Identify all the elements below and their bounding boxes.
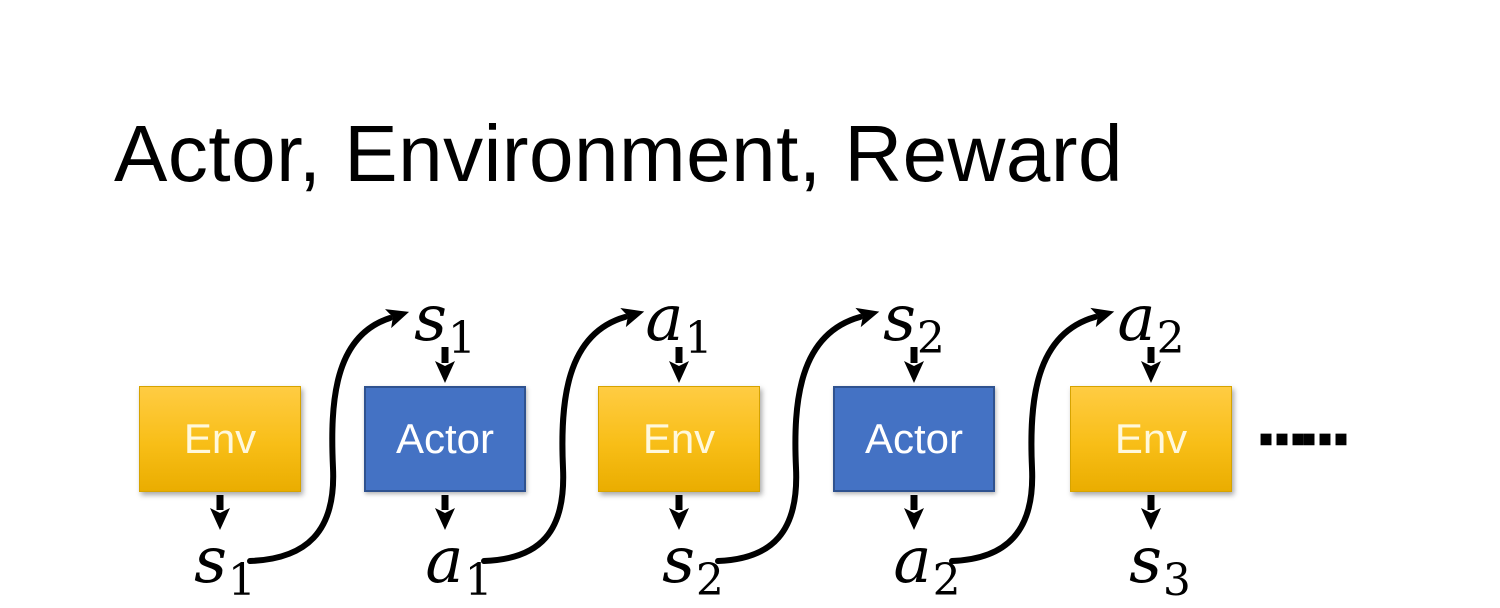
env-box-2-label: Env (642, 415, 716, 462)
env-box-1: Env (139, 386, 301, 492)
ellipsis-dots: …… (1257, 400, 1351, 456)
curve-arrow-s1 (247, 309, 410, 564)
env-box-1-label: Env (183, 415, 257, 462)
bottom-label-a2: a2 (893, 524, 961, 606)
actor-box-1-label: Actor (395, 415, 495, 462)
top-label-s2: s2 (883, 282, 945, 364)
actor-box-2-label: Actor (864, 415, 964, 462)
curve-arrow-s2 (715, 307, 880, 564)
bottom-label-a1: a1 (425, 524, 493, 606)
top-label-a1: a1 (645, 282, 713, 364)
env-box-2: Env (598, 386, 760, 492)
top-label-s1: s1 (414, 282, 476, 364)
env-box-3: Env (1070, 386, 1232, 492)
bottom-label-s2: s2 (662, 524, 724, 606)
top-label-a2: a2 (1117, 282, 1185, 364)
actor-box-2: Actor (833, 386, 995, 492)
env-box-3-label: Env (1114, 415, 1188, 462)
bottom-label-s1: s1 (194, 524, 256, 606)
curve-arrow-a1 (481, 307, 645, 564)
curve-arrow-a2 (949, 307, 1115, 564)
page-title: Actor, Environment, Reward (114, 109, 1123, 198)
bottom-label-s3: s3 (1129, 524, 1191, 606)
actor-box-1: Actor (364, 386, 526, 492)
